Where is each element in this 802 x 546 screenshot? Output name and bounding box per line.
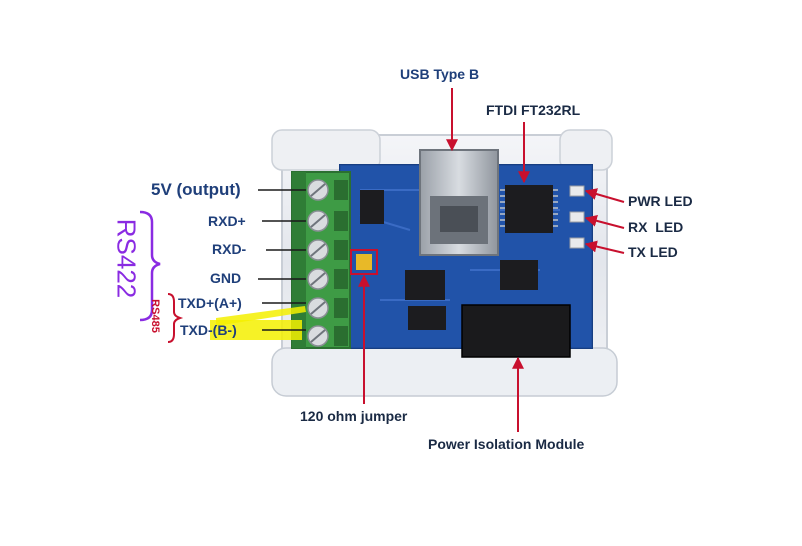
rs485-bracket [167, 293, 184, 343]
label-rs422: RS422 [111, 218, 142, 299]
label-5v-output: 5V (output) [151, 180, 241, 199]
power-isolation-module [461, 304, 571, 358]
jumper-120-ohm [350, 249, 378, 275]
label-rx-led: RX LED [628, 219, 684, 235]
label-rs485: RS485 [148, 299, 161, 333]
usb-connector [419, 149, 499, 256]
label-120-ohm-jumper: 120 ohm jumper [300, 408, 408, 424]
callout-arrows [358, 88, 625, 432]
label-gnd: GND [210, 270, 242, 286]
highlight-marks [210, 306, 306, 340]
terminal-leader-lines [258, 189, 306, 331]
label-txd-minus: TXD-(B-) [180, 322, 237, 338]
label-tx-led: TX LED [628, 244, 678, 260]
led-indicators [569, 185, 585, 249]
label-txd-plus: TXD+(A+) [178, 295, 242, 311]
label-rxd-minus: RXD- [212, 241, 247, 257]
ftdi-chip [500, 185, 558, 233]
support-ics [360, 190, 538, 330]
label-ftdi-chip: FTDI FT232RL [486, 102, 581, 118]
label-usb-type-b: USB Type B [400, 66, 480, 82]
label-pwr-led: PWR LED [628, 193, 693, 209]
rs422-bracket [139, 210, 161, 322]
label-rxd-plus: RXD+ [208, 213, 246, 229]
label-power-isolation-module: Power Isolation Module [428, 436, 585, 452]
